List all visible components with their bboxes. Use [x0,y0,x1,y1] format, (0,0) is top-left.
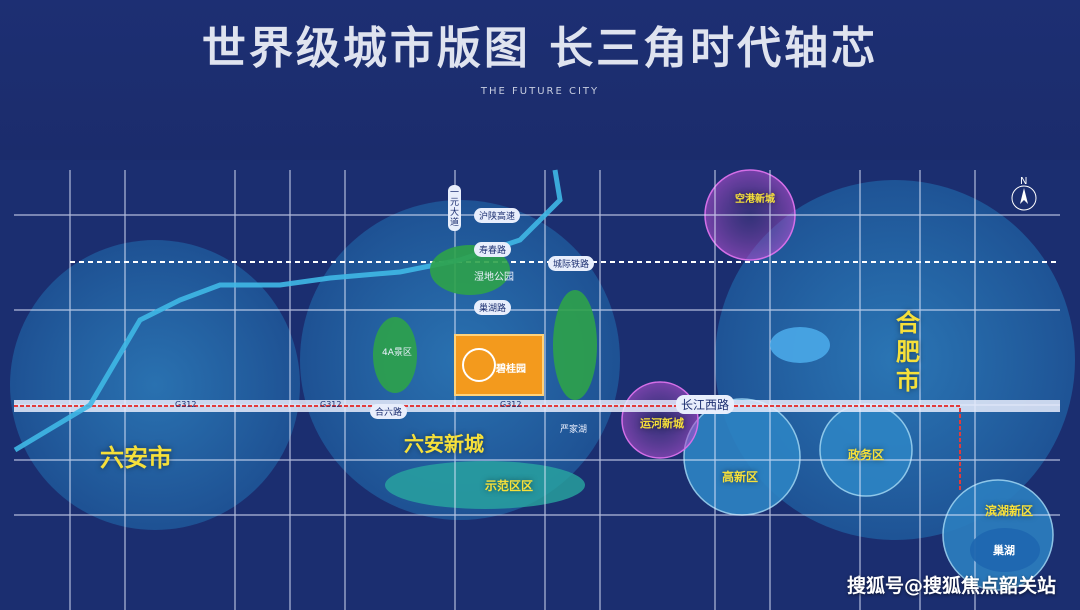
heliu-road-label: 合六路 [370,404,408,419]
project-marker[interactable]: 碧桂园 [454,334,544,396]
park-green-1 [373,317,417,393]
watermark: 搜狐号@搜狐焦点韶关站 [846,575,1056,597]
city-map: 六安市 六安新城 合 肥 市 示范区区 运河新城 高新区 政务区 滨湖新区 巢湖… [0,160,1080,610]
compass-ring [1011,185,1037,211]
lake-blue [770,327,830,363]
hushaan-road-label: 沪陕高速 [474,208,521,223]
g312-label-b: G312 [320,400,342,409]
compass-north-label: N [1020,176,1028,187]
hefei-label-2: 肥 [896,338,920,366]
changjiang-west-road-label: 长江西路 [676,395,735,414]
yunhe-label: 运河新城 [640,417,684,430]
park-green-2 [430,245,510,295]
project-logo-icon [462,348,496,382]
binhu-label: 滨湖新区 [985,504,1034,518]
red-rail-line [14,405,961,490]
park-label: 湿地公园 [474,272,514,283]
shouchun-road-label: 寿春路 [474,242,512,257]
park-green-3 [553,290,597,400]
gaoxin-circle [683,398,801,516]
header: 世界级城市版图 长三角时代轴芯 THE FUTURE CITY [0,0,1080,160]
project-name: 碧桂园 [496,364,526,375]
chaohu-label: 巢湖 [993,544,1015,557]
luan-new-city-label: 六安新城 [404,432,484,456]
page-subtitle: THE FUTURE CITY [480,86,600,97]
luan-city-label: 六安市 [100,444,172,472]
konggang-label: 空港新城 [735,194,775,205]
lake-label: 严家湖 [560,425,588,435]
demo-zone-ellipse [385,461,585,509]
zhengwu-label: 政务区 [848,448,885,462]
hefei-circle [715,180,1075,540]
g312-label-c: G312 [500,400,522,409]
page-title: 世界级城市版图 长三角时代轴芯 [201,23,879,74]
luan-circle [10,240,300,530]
river [13,169,563,453]
intercity-rail-label: 城际铁路 [548,256,595,271]
chaohu-road-label: 巢湖路 [474,300,512,315]
chaohu-lake [970,528,1040,572]
aa-scenic-label: 4A景区 [382,348,412,358]
g312-label-a: G312 [175,400,197,409]
yuanda-road-label: 一元大道 [448,185,461,231]
gaoxin-label: 高新区 [722,470,759,484]
demo-zone-label: 示范区区 [485,479,534,493]
hefei-label-1: 合 [896,309,920,337]
map-graphics [10,169,1075,610]
hefei-label-3: 市 [896,367,920,395]
compass-arrow [1020,188,1028,204]
